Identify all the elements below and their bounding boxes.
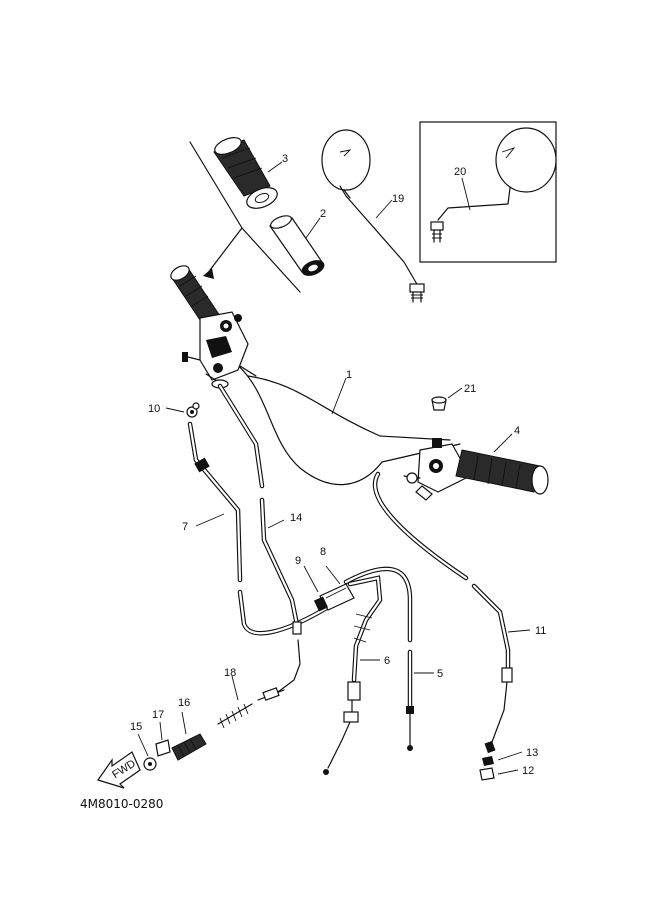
part-3-throttle-grip — [213, 137, 278, 209]
assembly-arrow-head — [203, 268, 214, 279]
label-16-17: 17 — [152, 709, 164, 721]
label-15: 15 — [130, 721, 142, 733]
diagram-code: 4M8010-0280 — [80, 797, 163, 811]
label-19: 19 — [392, 193, 404, 205]
label-20: 20 — [454, 166, 466, 178]
part-15-nut — [137, 733, 157, 771]
part-18-spring — [217, 675, 285, 729]
part-20-mirror-head — [495, 127, 557, 193]
label-8: 8 — [320, 546, 326, 558]
leader-2 — [305, 217, 321, 239]
part-7-clutch-cable — [187, 421, 333, 636]
label-2: 2 — [320, 208, 326, 220]
label-14: 14 — [290, 512, 302, 524]
part-21-cap — [431, 387, 463, 411]
label-18: 18 — [224, 667, 236, 679]
label-21: 21 — [464, 383, 476, 395]
part-9-clamp — [303, 565, 329, 612]
part-20-mirror-stem — [437, 187, 511, 221]
part-11-cable-right — [372, 471, 531, 754]
label-1: 1 — [346, 369, 352, 381]
label-4: 4 — [514, 425, 520, 437]
part-13-end — [482, 751, 523, 766]
part-10-cable-adjuster — [165, 402, 200, 418]
grip-and-tube-group — [189, 137, 325, 293]
inset-box-mirror-20 — [419, 121, 557, 263]
label-3: 3 — [282, 153, 288, 165]
label-7: 7 — [182, 521, 188, 533]
fwd-arrow-icon: FWD — [97, 751, 141, 789]
label-16: 16 — [178, 697, 190, 709]
part-17-nut — [155, 721, 171, 757]
part-number-labels: 1 2 3 4 5 6 7 8 9 10 11 12 13 14 15 17 1… — [130, 153, 546, 777]
part-14-cable — [217, 383, 302, 699]
part-4-right-grip-assembly — [403, 433, 549, 501]
leader-3 — [267, 161, 283, 173]
label-9: 9 — [295, 555, 301, 567]
assembly-guide-line-2 — [241, 227, 301, 293]
part-16-boot — [171, 711, 207, 761]
part-12-end — [479, 767, 519, 781]
label-10: 10 — [148, 403, 160, 415]
part-19-mirror-left — [321, 129, 425, 303]
part-2-throttle-tube — [269, 215, 325, 276]
part-5-cable — [343, 566, 434, 751]
part-6-cable — [323, 575, 383, 775]
label-13: 13 — [526, 747, 538, 759]
label-5: 5 — [437, 668, 443, 680]
left-grip-assembly — [170, 265, 249, 389]
label-12: 12 — [522, 765, 534, 777]
label-6: 6 — [384, 655, 390, 667]
label-11: 11 — [535, 625, 546, 637]
part-1-handlebar — [231, 359, 461, 486]
